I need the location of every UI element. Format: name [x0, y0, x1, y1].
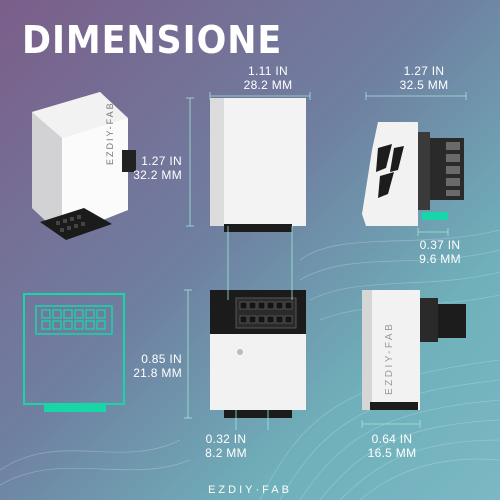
dimension-millimeters: 9.6 MM: [419, 252, 461, 266]
adapter-front-view-bottom: [210, 290, 306, 418]
dimension-inches: 0.64 IN: [371, 432, 413, 446]
dimension-millimeters: 32.5 MM: [399, 78, 449, 92]
dimension-side-depth: 0.37 IN 9.6 MM: [410, 238, 470, 266]
adapter-side-view-bottom: [362, 290, 466, 410]
brand-footer: EZDIY·FAB: [208, 484, 292, 496]
adapter-perspective-view: [32, 92, 136, 240]
dimension-millimeters: 8.2 MM: [205, 446, 247, 460]
dimension-millimeters: 21.8 MM: [133, 366, 182, 380]
dimension-lines: [184, 92, 467, 430]
dimension-millimeters: 16.5 MM: [367, 446, 417, 460]
dimension-inches: 0.85 IN: [141, 352, 182, 366]
side-logo-bottom: EZDIY-FAB: [384, 322, 395, 395]
dimension-inches: 1.27 IN: [141, 154, 182, 168]
adapter-front-view: [210, 98, 306, 232]
pinout-schematic: [23, 293, 125, 412]
dimension-millimeters: 28.2 MM: [243, 78, 293, 92]
dimension-top-right-width: 1.27 IN 32.5 MM: [394, 64, 454, 92]
dimension-inches: 0.32 IN: [205, 432, 247, 446]
dimension-millimeters: 32.2 MM: [133, 168, 182, 182]
dimension-inches: 0.37 IN: [419, 238, 461, 252]
page-title: DIMENSIONE: [22, 18, 283, 62]
adapter-side-view-top: [362, 122, 464, 226]
dimension-inches: 1.27 IN: [403, 64, 445, 78]
dimension-bottom-offset: 0.32 IN 8.2 MM: [196, 432, 256, 460]
dimension-front-height: 1.27 IN 32.2 MM: [120, 154, 182, 182]
side-logo: EZDIY-FAB: [105, 101, 115, 165]
dimension-inches: 1.11 IN: [248, 64, 288, 78]
dimension-top-width: 1.11 IN 28.2 MM: [238, 64, 298, 92]
dimension-bottom-height: 0.85 IN 21.8 MM: [120, 352, 182, 380]
dimension-bottom-right-width: 0.64 IN 16.5 MM: [362, 432, 422, 460]
